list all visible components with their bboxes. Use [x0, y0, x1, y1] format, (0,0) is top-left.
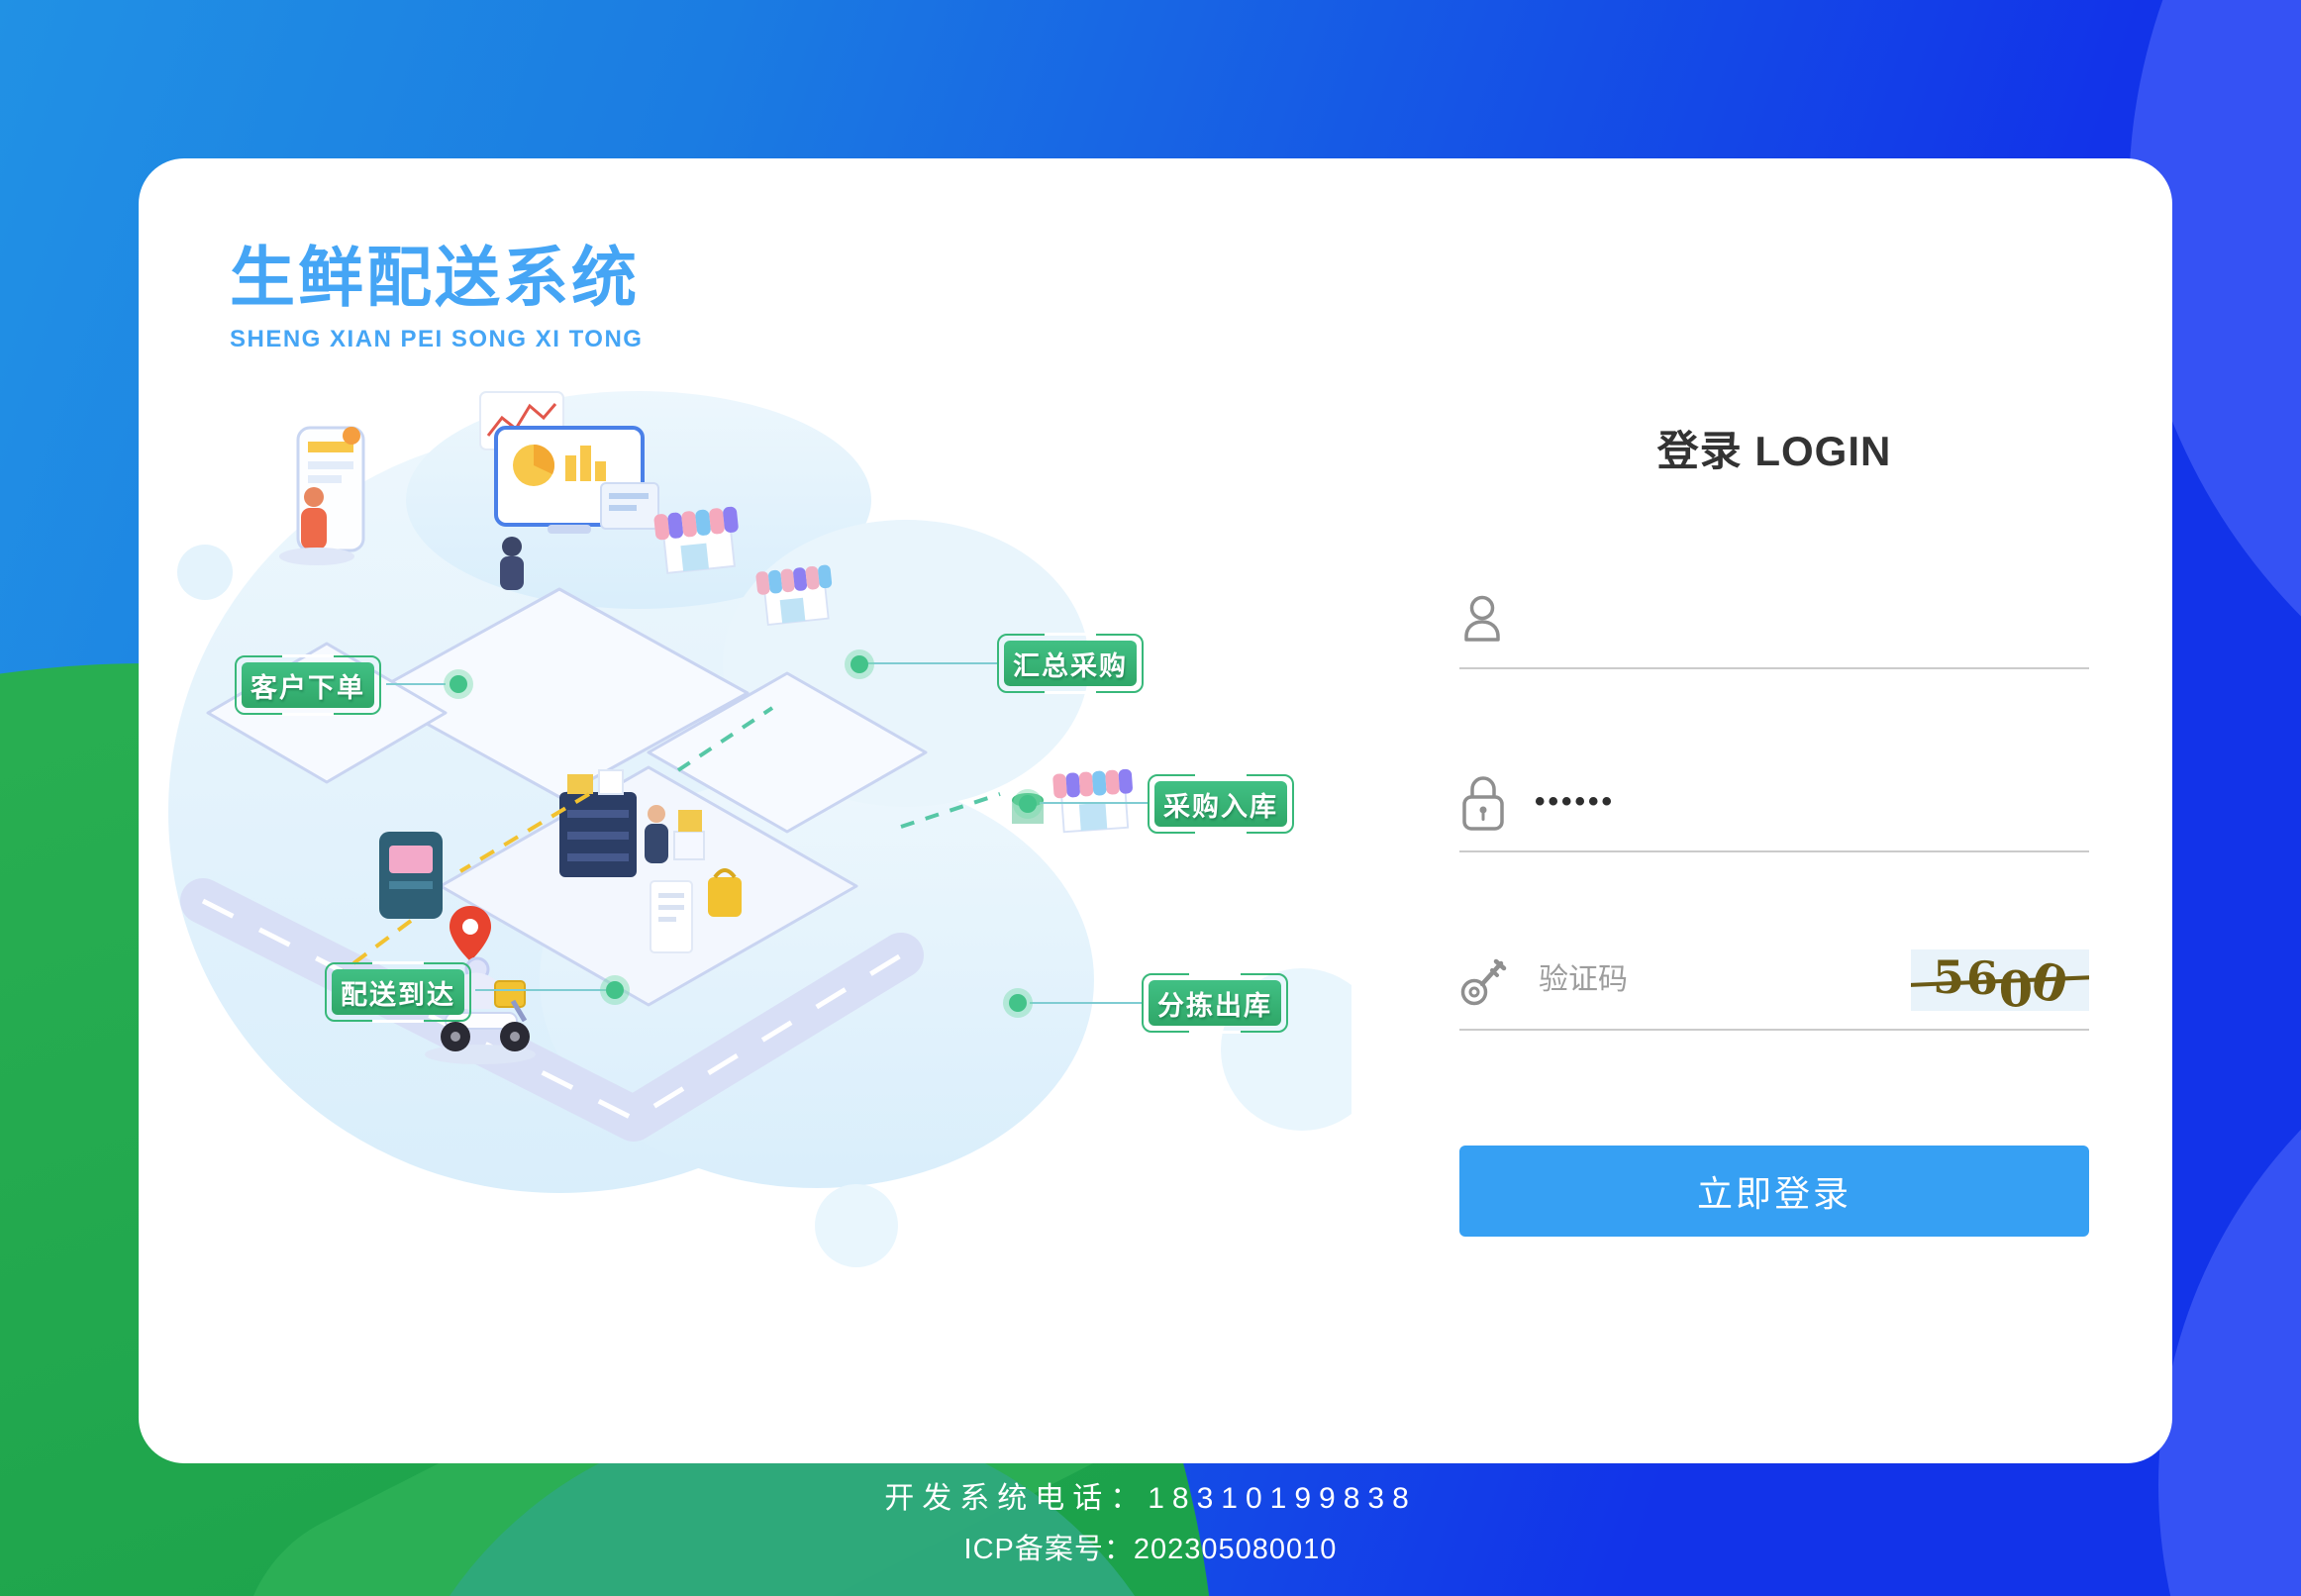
password-input[interactable]: [1535, 785, 1951, 819]
key-icon: [1460, 958, 1507, 1006]
delivery-scooter-icon: [425, 906, 536, 1064]
username-row: [1459, 570, 2089, 669]
connector-dot-customer-order: [450, 675, 467, 693]
footer-phone: 开发系统电话：18310199838: [884, 1482, 1417, 1515]
connector-line-purchase-inbound: [1040, 802, 1148, 804]
flow-label-text: 汇总采购: [1004, 641, 1137, 686]
flow-label-delivery-arrival: 配送到达: [325, 961, 471, 1023]
user-icon: [1464, 595, 1500, 642]
connector-dot-sorting-outbound: [1009, 994, 1027, 1012]
captcha-image[interactable]: 5600: [1911, 949, 2089, 1011]
lock-icon: [1462, 776, 1504, 831]
captcha-row: 5600: [1459, 932, 2089, 1031]
store-icon-2: [755, 564, 833, 626]
footer-icp: ICP备案号：202305080010: [963, 1534, 1338, 1565]
password-row: [1459, 753, 2089, 852]
captcha-input[interactable]: [1539, 963, 1756, 997]
flow-label-text: 客户下单: [242, 662, 374, 708]
flow-label-text: 采购入库: [1154, 781, 1287, 827]
login-heading: 登录 LOGIN: [1656, 428, 1892, 474]
connector-line-customer-order: [386, 683, 446, 685]
connector-dot-summary-purchase: [850, 655, 868, 673]
dashboard-icon: [479, 391, 659, 590]
connector-dot-delivery-arrival: [606, 981, 624, 999]
store-icon: [653, 506, 739, 574]
store-icon-3: [1052, 768, 1133, 834]
flow-label-summary-purchase: 汇总采购: [997, 633, 1144, 694]
brand: 生鲜配送系统 SHENG XIAN PEI SONG XI TONG: [230, 241, 644, 353]
page-subtitle: SHENG XIAN PEI SONG XI TONG: [230, 326, 644, 353]
connector-line-sorting-outbound: [1030, 1002, 1142, 1004]
flow-label-purchase-inbound: 采购入库: [1148, 773, 1294, 835]
login-button[interactable]: 立即登录: [1459, 1146, 2089, 1237]
username-input[interactable]: [1533, 602, 1949, 636]
connector-dot-purchase-inbound: [1019, 795, 1037, 813]
connector-line-delivery-arrival: [475, 989, 606, 991]
flow-label-customer-order: 客户下单: [235, 654, 381, 716]
connector-line-summary-purchase: [867, 662, 997, 664]
captcha-code: 5600: [1932, 949, 2076, 1011]
flow-label-sorting-outbound: 分拣出库: [1142, 972, 1288, 1034]
flow-label-text: 配送到达: [332, 969, 464, 1015]
phone-customer-icon: [279, 426, 365, 565]
dashed-paths: [340, 706, 1001, 974]
warehouse-icon: [379, 769, 742, 953]
page-title: 生鲜配送系统: [230, 241, 640, 314]
flow-label-text: 分拣出库: [1149, 980, 1281, 1026]
